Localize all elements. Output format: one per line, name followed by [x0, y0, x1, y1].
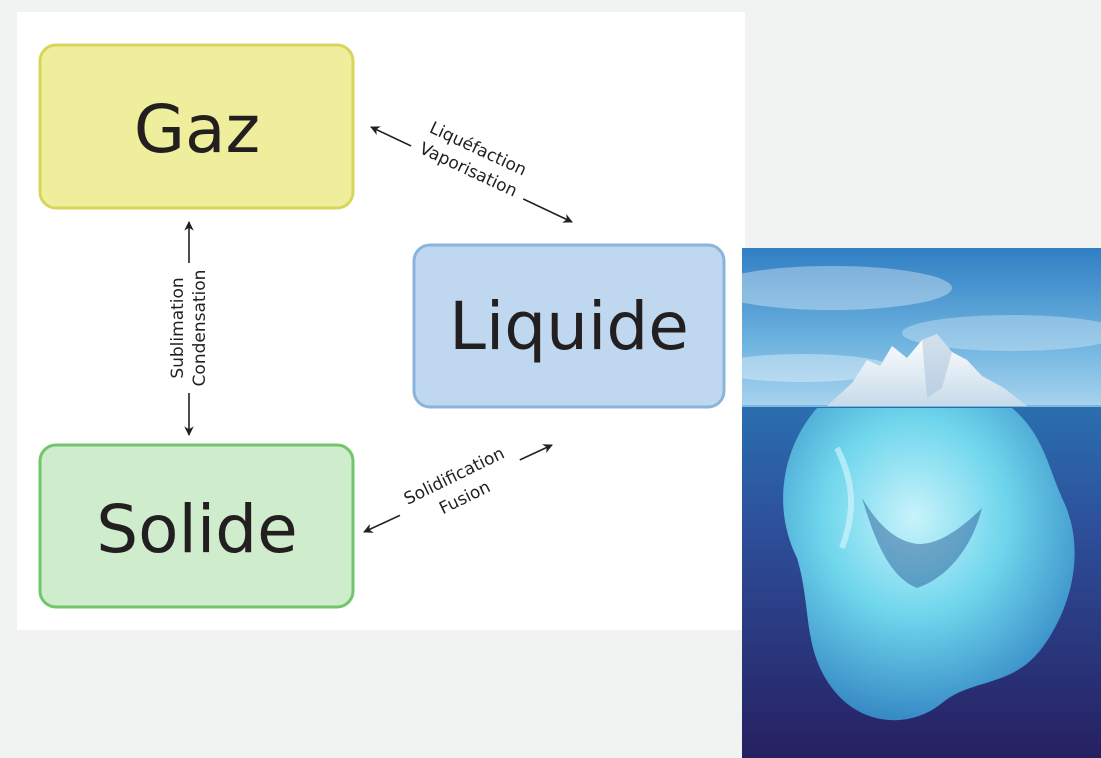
liquid-box-shape: [412, 243, 726, 409]
iceberg-photo: [742, 248, 1101, 758]
solid-label: Solide: [96, 491, 297, 568]
liquid-solid-label-bg: [387, 432, 530, 539]
cloud: [902, 315, 1101, 351]
underwater-ice: [783, 408, 1075, 721]
liquid-label: Liquide: [449, 288, 689, 365]
iceberg-illustration: [742, 248, 1101, 758]
gas-liquid-label-bg: [405, 108, 541, 210]
gas-state-box: Gaz: [38, 43, 355, 210]
solid-box-shape: [38, 443, 355, 609]
iceberg-tip: [827, 334, 1027, 406]
liquid-state-box: Liquide: [412, 243, 726, 409]
ice-shadow: [862, 498, 982, 588]
iceberg-tip-shade: [922, 334, 952, 398]
gas-solid-transition: Sublimation Condensation: [163, 221, 213, 436]
sublimation-label: Sublimation: [168, 277, 188, 378]
gas-liquid-transition: Liquéfaction Vaporisation: [370, 108, 573, 223]
gas-solid-label-bg: [163, 263, 213, 393]
gas-label: Gaz: [134, 91, 260, 168]
liquid-solid-transition: Solidification Fusion: [363, 432, 553, 539]
gas-box-shape: [38, 43, 355, 210]
cloud: [742, 266, 952, 310]
solid-state-box: Solide: [38, 443, 355, 609]
states-of-matter-diagram: Gaz Liquide Solide Liquéfaction Vaporisa…: [17, 12, 745, 630]
cloud: [742, 354, 892, 382]
diagram-canvas: Gaz Liquide Solide Liquéfaction Vaporisa…: [38, 43, 726, 609]
condensation-label: Condensation: [190, 270, 210, 387]
ice-highlight: [834, 446, 854, 550]
